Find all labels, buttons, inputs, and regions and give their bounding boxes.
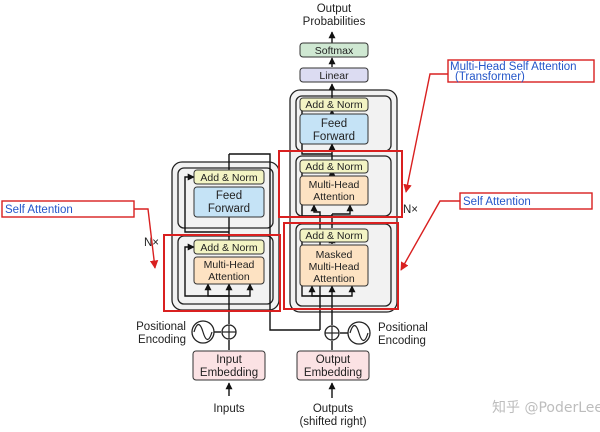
input-embedding-label-1: Input	[216, 354, 242, 366]
linear-label: Linear	[319, 70, 349, 82]
decoder-cross-attention-highlight	[278, 150, 403, 218]
decoder-mha-label-1: Multi-Head	[309, 179, 360, 191]
input-embedding-label-2: Embedding	[200, 367, 258, 379]
decoder-feed-forward-label-2: Forward	[313, 131, 355, 143]
self-attention-right-annotation: Self Attention	[463, 196, 531, 208]
outputs-label-1: Outputs	[313, 403, 354, 415]
masked-mha-label-2: Multi-Head	[309, 261, 360, 273]
encoder-add-norm-bottom-label: Add & Norm	[200, 242, 257, 254]
decoder-feed-forward-label-1: Feed	[321, 118, 347, 130]
encoder-ffn-sublayer	[177, 167, 274, 229]
output-embedding-label-2: Embedding	[304, 367, 362, 379]
decoder-add-norm-top-label: Add & Norm	[305, 99, 362, 111]
decoder-masked-multi-head-attention	[299, 244, 369, 287]
decoder-positional-encoding-label-1: Positional	[378, 322, 428, 334]
decoder-add-norm-bottom-label: Add & Norm	[305, 230, 362, 242]
masked-mha-label-1: Masked	[316, 249, 353, 261]
callout-arrows	[134, 73, 460, 271]
output-probabilities-label-2: Probabilities	[303, 16, 366, 28]
multi-head-self-attention-annotation-box	[447, 59, 595, 83]
encoder-feed-forward	[193, 186, 265, 218]
output-embedding-label-1: Output	[316, 354, 351, 366]
encoder-add-icon	[221, 324, 237, 340]
decoder-add-norm-middle-label: Add & Norm	[305, 161, 362, 173]
encoder-self-attention-highlight	[163, 234, 281, 312]
encoder-positional-encoding-label-1: Positional	[136, 321, 186, 333]
encoder-feed-forward-label-1: Feed	[216, 190, 242, 202]
masked-mha-label-3: Attention	[313, 273, 355, 285]
softmax-label: Softmax	[315, 45, 354, 57]
decoder-feed-forward	[299, 113, 369, 145]
decoder-positional-encoding-label-2: Encoding	[378, 335, 426, 347]
encoder-mha-label-1: Multi-Head	[204, 259, 255, 271]
multi-head-self-attention-annotation-1: Multi-Head Self Attention	[450, 61, 577, 73]
self-attention-left-annotation: Self Attention	[5, 204, 73, 216]
linear-block	[299, 67, 369, 83]
encoder-positional-encoding-label-2: Encoding	[138, 334, 186, 346]
decoder-add-icon	[324, 325, 340, 341]
encoder-feed-forward-label-2: Forward	[208, 203, 250, 215]
softmax-block	[299, 42, 369, 58]
output-probabilities-label-1: Output	[317, 3, 352, 15]
decoder-mha-label-2: Attention	[313, 191, 355, 203]
encoder-add-norm-bottom	[193, 239, 265, 255]
decoder-masked-attention-highlight	[283, 222, 399, 310]
output-embedding-block	[296, 350, 370, 381]
multi-head-self-attention-annotation-2: (Transformer)	[455, 71, 525, 83]
outputs-label-2: (shifted right)	[299, 416, 366, 428]
decoder-add-norm-bottom	[299, 228, 369, 243]
encoder-positional-encoding-icon	[191, 320, 215, 344]
decoder-add-norm-middle	[299, 159, 369, 174]
input-embedding-block	[192, 350, 266, 381]
encoder-add-norm-top	[193, 169, 265, 185]
decoder-nx-label: N×	[403, 204, 418, 216]
watermark: 知乎 @PoderLee	[492, 399, 600, 416]
encoder-mha-label-2: Attention	[208, 271, 250, 283]
decoder-multi-head-attention	[299, 175, 369, 206]
decoder-positional-encoding-icon	[347, 321, 371, 345]
highlights	[163, 150, 403, 312]
encoder-add-norm-top-label: Add & Norm	[200, 172, 257, 184]
inputs-label: Inputs	[213, 403, 245, 415]
encoder-multi-head-attention	[193, 256, 265, 285]
decoder-add-norm-top	[299, 97, 369, 112]
